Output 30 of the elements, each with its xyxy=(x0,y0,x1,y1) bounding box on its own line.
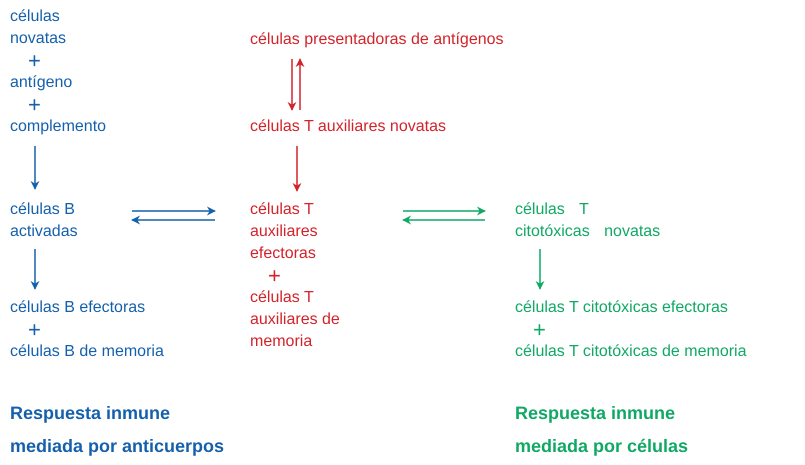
arrow xyxy=(402,216,485,224)
cell-label: células T citotóxicas efectoras xyxy=(515,298,728,318)
plus-sign: + xyxy=(27,94,41,116)
cell-label: células T auxiliares efectoras xyxy=(250,200,319,264)
arrow xyxy=(403,206,486,216)
cell-label: antígeno xyxy=(10,73,72,93)
plus-sign: + xyxy=(27,50,41,72)
cell-label: células T citotóxicas novatas xyxy=(515,200,662,242)
plus-sign: + xyxy=(27,319,41,341)
arrow xyxy=(288,59,296,111)
arrow xyxy=(30,249,40,290)
arrow xyxy=(292,146,302,192)
cell-label: células B efectoras xyxy=(10,298,146,318)
cell-label: células T citotóxicas de memoria xyxy=(515,342,747,362)
arrow xyxy=(536,249,544,290)
cell-label: complemento xyxy=(10,117,106,137)
plus-sign: + xyxy=(532,319,546,341)
arrow xyxy=(132,206,216,216)
cell-label: células B de memoria xyxy=(10,342,164,362)
response-heading: Respuesta inmune mediada por anticuerpos xyxy=(10,402,226,458)
cell-label: células novatas xyxy=(10,7,68,49)
response-heading: Respuesta inmune mediada por células xyxy=(515,402,690,458)
cell-label: células B activadas xyxy=(10,200,79,242)
plus-sign: + xyxy=(267,265,281,287)
arrow xyxy=(296,58,304,110)
cell-label: células T auxiliares de memoria xyxy=(250,288,341,352)
arrow xyxy=(30,146,40,190)
cell-label: células T auxiliares novatas xyxy=(250,117,446,137)
arrow xyxy=(131,216,215,224)
cell-label: células presentadoras de antígenos xyxy=(250,30,504,50)
